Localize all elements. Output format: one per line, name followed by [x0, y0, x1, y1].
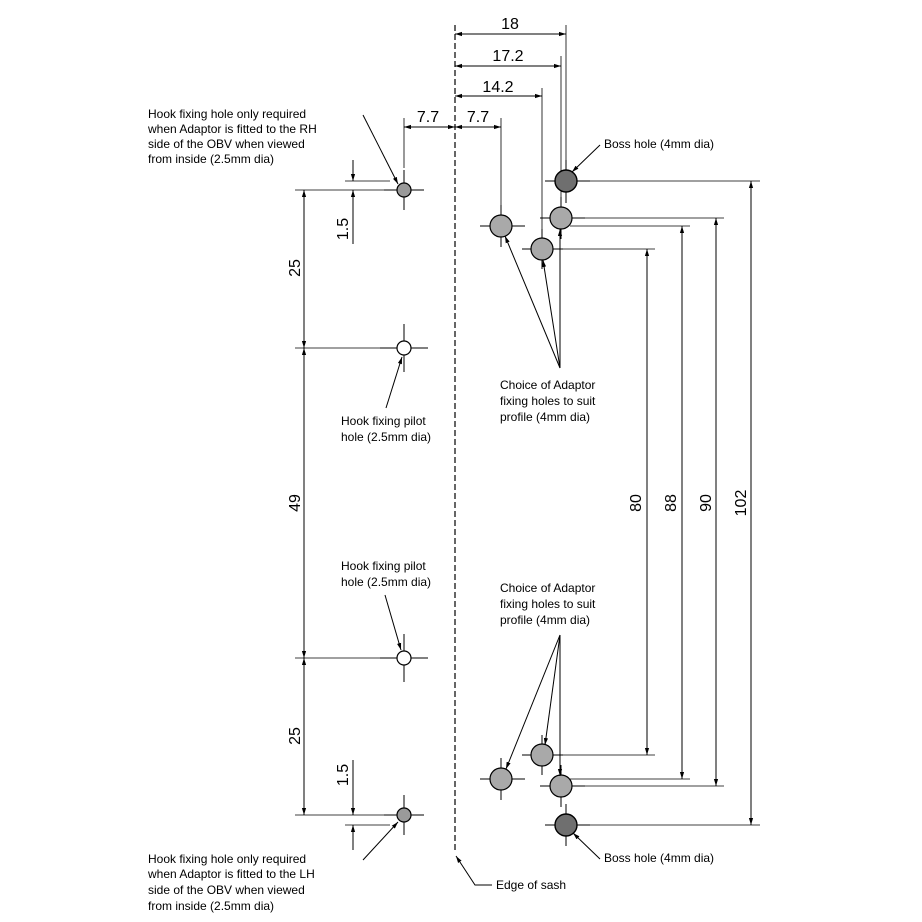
dim-25-top-label: 25 — [287, 259, 304, 277]
note-hook-rh: Hook fixing hole only required when Adap… — [147, 107, 317, 166]
svg-text:when Adaptor is fitted to the: when Adaptor is fitted to the RH — [147, 122, 317, 136]
pilot-hole-top — [380, 324, 428, 372]
hook-hole-bottom — [384, 795, 424, 835]
top-horizontal-dimensions: 18 17.2 14.2 7.7 7.7 — [403, 16, 567, 235]
svg-text:Choice of Adaptor: Choice of Adaptor — [500, 378, 595, 392]
note-hook-lh: Hook fixing hole only required when Adap… — [147, 852, 315, 913]
note-edge-of-sash: Edge of sash — [496, 878, 566, 892]
leader-lines — [362, 114, 601, 886]
pilot-hole-bottom — [380, 634, 428, 682]
right-vertical-dimensions: 80 88 90 102 — [552, 180, 760, 826]
fixing-hole-top-3 — [522, 229, 563, 269]
svg-text:hole (2.5mm dia): hole (2.5mm dia) — [341, 575, 431, 589]
note-pilot-bottom: Hook fixing pilot hole (2.5mm dia) — [341, 559, 431, 589]
dim-80-label: 80 — [628, 494, 645, 512]
svg-text:from inside (2.5mm dia): from inside (2.5mm dia) — [148, 152, 274, 166]
svg-text:Choice of Adaptor: Choice of Adaptor — [500, 581, 595, 595]
dim-49-label: 49 — [287, 494, 304, 512]
left-vertical-dimensions: 1.5 25 49 25 1.5 — [287, 160, 392, 850]
dim-90-label: 90 — [698, 494, 715, 512]
svg-text:Hook fixing hole only required: Hook fixing hole only required — [148, 852, 306, 866]
svg-text:when Adaptor is fitted to the: when Adaptor is fitted to the LH — [147, 867, 315, 881]
svg-text:side of the OBV when viewed: side of the OBV when viewed — [148, 883, 305, 897]
note-boss-bottom: Boss hole (4mm dia) — [604, 851, 714, 865]
boss-hole-top — [545, 160, 590, 203]
fixing-hole-bottom-2 — [480, 758, 525, 800]
dim-7-7-right-label: 7.7 — [467, 109, 489, 126]
note-boss-top: Boss hole (4mm dia) — [604, 137, 714, 151]
svg-text:fixing holes to suit: fixing holes to suit — [500, 597, 596, 611]
svg-text:Hook fixing hole only required: Hook fixing hole only required — [148, 107, 306, 121]
note-choice-bottom: Choice of Adaptor fixing holes to suit p… — [500, 581, 596, 627]
svg-text:Hook fixing pilot: Hook fixing pilot — [341, 414, 426, 428]
svg-text:profile (4mm dia): profile (4mm dia) — [500, 410, 590, 424]
fixing-hole-bottom-1 — [522, 735, 563, 775]
dim-102-label: 102 — [733, 490, 750, 517]
note-choice-top: Choice of Adaptor fixing holes to suit p… — [500, 378, 596, 424]
dim-25-bottom-label: 25 — [287, 727, 304, 745]
dim-1-5-top-label: 1.5 — [335, 218, 352, 240]
svg-text:Hook fixing pilot: Hook fixing pilot — [341, 559, 426, 573]
boss-hole-bottom — [545, 804, 590, 846]
dim-17-2-label: 17.2 — [492, 48, 523, 65]
fixing-hole-bottom-3 — [540, 765, 585, 807]
svg-text:from inside (2.5mm dia): from inside (2.5mm dia) — [148, 899, 274, 913]
svg-text:side of the OBV when viewed: side of the OBV when viewed — [148, 137, 305, 151]
dim-14-2-label: 14.2 — [482, 79, 513, 96]
fixing-hole-top-2 — [540, 197, 585, 239]
note-pilot-top: Hook fixing pilot hole (2.5mm dia) — [341, 414, 431, 444]
svg-text:fixing holes to suit: fixing holes to suit — [500, 394, 596, 408]
dim-7-7-left-label: 7.7 — [417, 109, 439, 126]
dim-1-5-bottom-label: 1.5 — [335, 764, 352, 786]
dim-18-label: 18 — [501, 16, 519, 33]
svg-text:profile (4mm dia): profile (4mm dia) — [500, 613, 590, 627]
fixing-hole-top-1 — [480, 205, 525, 247]
hook-hole-top — [384, 170, 424, 210]
svg-text:hole (2.5mm dia): hole (2.5mm dia) — [341, 430, 431, 444]
dim-88-label: 88 — [663, 494, 680, 512]
